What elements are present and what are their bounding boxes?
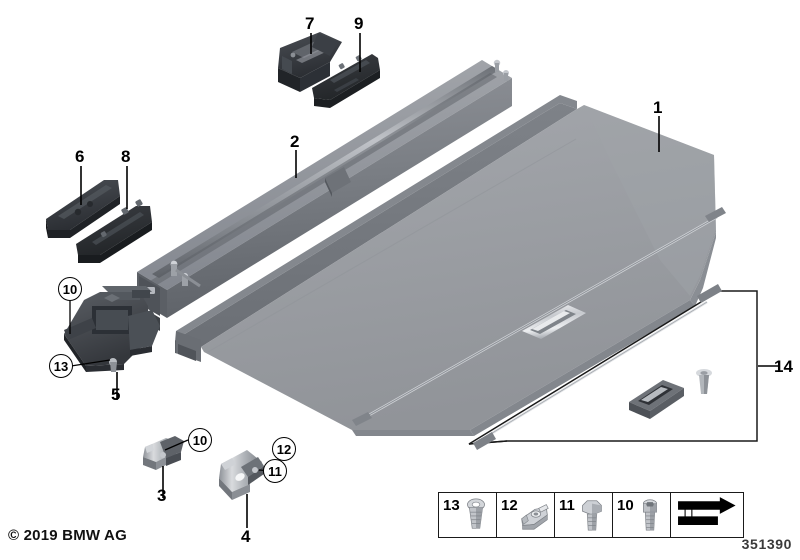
kit-14-tension-rod-icon <box>473 284 722 450</box>
legend-item-11[interactable]: 11 <box>554 492 612 538</box>
part-mounting-bracket-small <box>143 436 184 470</box>
cover-pull-handle-icon <box>522 305 586 339</box>
callout-3: 3 <box>157 486 167 505</box>
socket-head-cap-screw-icon <box>633 496 667 534</box>
callout-circled-10-small: 10 <box>188 428 212 452</box>
legend-number-13: 13 <box>443 497 460 514</box>
kit-14-screw-icon <box>696 369 712 394</box>
callout-6: 6 <box>75 147 85 166</box>
callout-2: 2 <box>290 132 300 151</box>
part-guide-bracket-assembly <box>64 286 160 372</box>
callout-circled-12: 12 <box>272 437 296 461</box>
kit-14-pull-handle-loop-icon <box>629 380 684 419</box>
callout-circled-13: 13 <box>49 354 73 378</box>
fastener-legend: 13 12 <box>438 492 744 538</box>
part-support-arm <box>219 450 264 500</box>
spring-clip-nut-icon <box>517 496 551 534</box>
legend-item-13[interactable]: 13 <box>438 492 496 538</box>
callout-14: 14 <box>774 357 793 376</box>
callout-circled-10-bracket: 10 <box>58 277 82 301</box>
legend-number-10: 10 <box>617 497 634 514</box>
legend-direction-arrow[interactable] <box>670 492 744 538</box>
callout-7: 7 <box>305 14 315 33</box>
legend-number-12: 12 <box>501 497 518 514</box>
callout-4: 4 <box>241 527 251 546</box>
part-latch-mechanism <box>278 32 342 92</box>
legend-number-11: 11 <box>559 497 575 514</box>
direction-arrow-icon <box>675 496 739 534</box>
part-roller-blind-cover-panel <box>175 95 726 436</box>
callout-circled-11: 11 <box>263 459 287 483</box>
leader-lines <box>80 33 780 528</box>
part-roller-blind-cassette <box>137 59 512 331</box>
callout-1: 1 <box>653 98 663 117</box>
part-trim-cover-left <box>46 180 120 238</box>
copyright-notice: © 2019 BMW AG <box>8 527 127 544</box>
hex-head-bolt-icon <box>575 496 609 534</box>
legend-item-10[interactable]: 10 <box>612 492 670 538</box>
callout-5: 5 <box>111 385 121 404</box>
diagram-reference-number: 351390 <box>741 536 792 552</box>
legend-item-12[interactable]: 12 <box>496 492 554 538</box>
callout-8: 8 <box>121 147 131 166</box>
torx-pan-head-screw-icon <box>459 496 493 534</box>
part-trim-cover-right <box>76 199 152 263</box>
callout-9: 9 <box>354 14 364 33</box>
